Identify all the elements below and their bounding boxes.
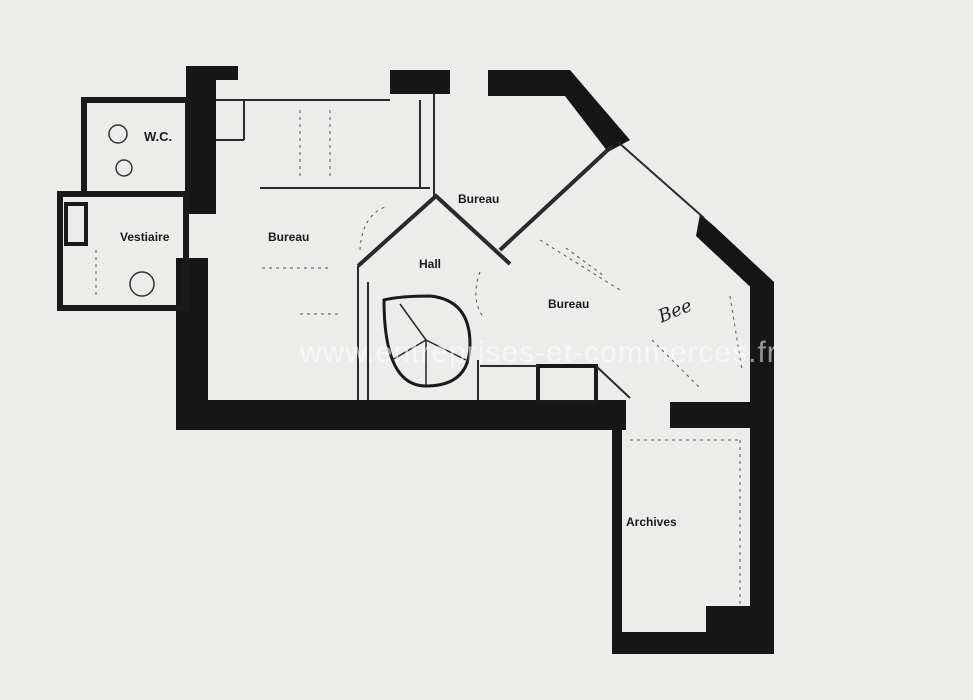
spiral-staircase xyxy=(382,294,472,388)
wc-toilet-icon xyxy=(115,159,133,177)
wall-top-middle xyxy=(390,70,450,94)
vestiaire-box xyxy=(57,191,189,311)
partitions xyxy=(216,92,743,606)
vestiaire-closet xyxy=(64,202,88,246)
room-labels: W.C. Vestiaire Bureau Bureau Hall Bureau… xyxy=(120,129,677,529)
wall-top-left xyxy=(186,66,238,80)
room-label-bureau-left: Bureau xyxy=(268,230,309,244)
handwritten-annotation: Bee xyxy=(654,295,695,328)
walls xyxy=(176,66,774,654)
wc-box xyxy=(81,97,191,197)
wall-diagonal-top xyxy=(545,70,630,152)
room-label-bureau-top: Bureau xyxy=(458,192,499,206)
wall-bottom-main xyxy=(176,400,626,430)
room-label-vestiaire: Vestiaire xyxy=(120,230,170,244)
wall-diagonal-right xyxy=(696,214,774,296)
room-label-hall: Hall xyxy=(419,257,441,271)
wall-archives-bottom xyxy=(612,632,774,654)
wc-vestiaire xyxy=(57,97,191,311)
room-label-bureau-right: Bureau xyxy=(548,297,589,311)
wall-bottom-right xyxy=(670,402,774,428)
vestiaire-sink-icon xyxy=(129,271,155,297)
wall-right xyxy=(750,282,774,654)
stair-outline xyxy=(382,294,472,388)
wall-archives-left xyxy=(612,418,622,654)
room-label-archives: Archives xyxy=(626,515,677,529)
wc-sink-icon xyxy=(108,124,128,144)
watermark-text: www.entreprises-et-commerces.fr xyxy=(299,336,778,369)
room-label-wc: W.C. xyxy=(144,129,172,144)
wall-archives-corner xyxy=(706,606,756,636)
